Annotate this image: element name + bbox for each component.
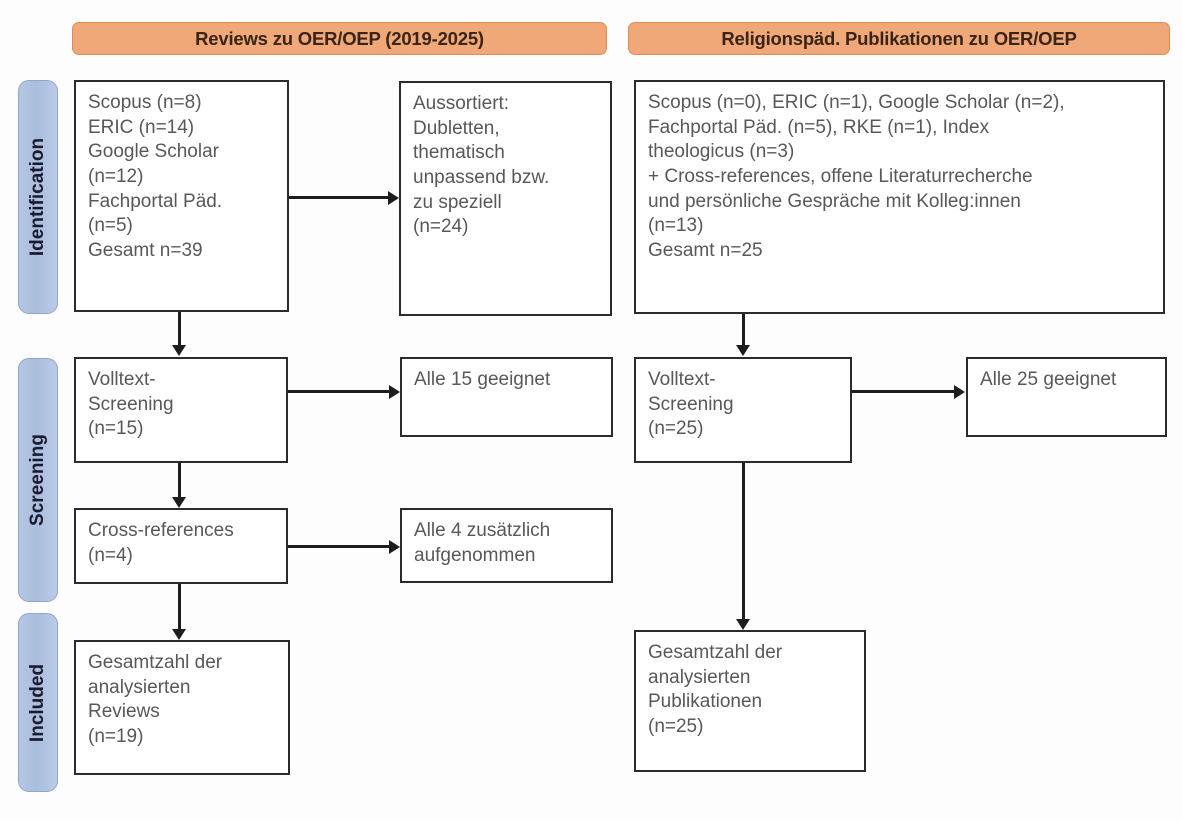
text-line: Fachportal Päd. (n=5), RKE (n=1), Index bbox=[648, 116, 990, 138]
connector-left-ident-to-screening bbox=[178, 312, 181, 345]
text-line: Screening bbox=[88, 393, 174, 415]
text-line: (n=12) bbox=[88, 166, 144, 188]
text-line: theologicus (n=3) bbox=[648, 141, 795, 163]
text-line: Alle 4 zusätzlich bbox=[414, 520, 551, 541]
text-line: (n=4) bbox=[88, 544, 133, 566]
connector-left-ident-to-excluded bbox=[289, 196, 388, 199]
arrowhead-down-icon bbox=[172, 497, 186, 508]
box-left-screening-result: Alle 15 geeignet bbox=[400, 357, 613, 437]
text-line: zu speziell bbox=[413, 191, 502, 213]
text-line: Gesamt n=39 bbox=[88, 240, 203, 262]
box-left-cross-references: Cross-references (n=4) bbox=[74, 508, 288, 584]
arrowhead-down-icon bbox=[736, 345, 750, 356]
stage-label-included-text: Included bbox=[27, 663, 48, 742]
text-line: unpassend bzw. bbox=[413, 167, 550, 189]
text-line: (n=13) bbox=[648, 215, 704, 237]
text-line: Gesamtzahl der bbox=[88, 652, 223, 673]
text-line: Reviews bbox=[88, 701, 160, 723]
text-line: Gesamtzahl der bbox=[648, 642, 783, 663]
text-line: Volltext- bbox=[88, 369, 156, 390]
box-left-identification-sources: Scopus (n=8) ERIC (n=14) Google Scholar … bbox=[74, 80, 289, 312]
text-line: Volltext- bbox=[648, 369, 716, 390]
text-line: Alle 25 geeignet bbox=[980, 369, 1117, 390]
stage-label-screening-text: Screening bbox=[27, 434, 48, 526]
text-line: analysierten bbox=[88, 676, 191, 698]
connector-left-crossref-to-included bbox=[178, 584, 181, 629]
arrowhead-down-icon bbox=[172, 629, 186, 640]
connector-right-screening-to-result bbox=[852, 390, 954, 393]
connector-left-crossref-to-result bbox=[288, 545, 389, 548]
text-line: Google Scholar bbox=[88, 141, 219, 163]
arrowhead-right-icon bbox=[954, 385, 965, 399]
arrowhead-down-icon bbox=[736, 619, 750, 630]
stage-label-screening: Screening bbox=[18, 358, 58, 602]
arrowhead-right-icon bbox=[388, 191, 399, 205]
text-line: und persönliche Gespräche mit Kolleg:inn… bbox=[648, 190, 1021, 212]
connector-left-screening-to-crossref bbox=[178, 463, 181, 497]
text-line: (n=25) bbox=[648, 418, 704, 440]
text-line: (n=24) bbox=[413, 216, 469, 238]
box-left-cross-references-result: Alle 4 zusätzlich aufgenommen bbox=[400, 508, 613, 583]
arrowhead-down-icon bbox=[172, 345, 186, 356]
connector-right-ident-to-screening bbox=[742, 314, 745, 345]
text-line: aufgenommen bbox=[414, 544, 536, 566]
text-line: Fachportal Päd. bbox=[88, 190, 223, 212]
stage-label-identification: Identification bbox=[18, 80, 58, 314]
text-line: (n=25) bbox=[648, 716, 704, 738]
text-line: + Cross-references, offene Literaturrech… bbox=[648, 166, 1033, 188]
box-right-screening-result: Alle 25 geeignet bbox=[966, 357, 1167, 437]
text-line: Cross-references bbox=[88, 520, 234, 541]
text-line: (n=15) bbox=[88, 418, 144, 440]
box-right-included-total: Gesamtzahl der analysierten Publikatione… bbox=[634, 630, 866, 772]
text-line: Publikationen bbox=[648, 691, 763, 713]
column-header-reviews: Reviews zu OER/OEP (2019-2025) bbox=[72, 22, 607, 55]
box-left-fulltext-screening: Volltext- Screening (n=15) bbox=[74, 357, 288, 463]
box-left-excluded: Aussortiert: Dubletten, thematisch unpas… bbox=[399, 81, 612, 316]
text-line: Aussortiert: bbox=[413, 93, 510, 114]
stage-label-identification-text: Identification bbox=[27, 137, 48, 257]
column-header-publications: Religionspäd. Publikationen zu OER/OEP bbox=[628, 22, 1170, 55]
text-line: Scopus (n=0), ERIC (n=1), Google Scholar… bbox=[648, 92, 1065, 113]
connector-right-screening-to-included bbox=[742, 463, 745, 619]
text-line: thematisch bbox=[413, 142, 505, 164]
text-line: Scopus (n=8) bbox=[88, 92, 202, 113]
text-line: Dubletten, bbox=[413, 117, 500, 139]
box-left-included-total: Gesamtzahl der analysierten Reviews (n=1… bbox=[74, 640, 290, 775]
text-line: analysierten bbox=[648, 666, 751, 688]
text-line: (n=19) bbox=[88, 726, 144, 748]
box-right-fulltext-screening: Volltext- Screening (n=25) bbox=[634, 357, 852, 463]
arrowhead-right-icon bbox=[389, 385, 400, 399]
connector-left-screening-to-result bbox=[288, 390, 389, 393]
text-line: Alle 15 geeignet bbox=[414, 369, 551, 390]
text-line: Gesamt n=25 bbox=[648, 240, 763, 262]
text-line: (n=5) bbox=[88, 215, 133, 237]
stage-label-included: Included bbox=[18, 613, 58, 792]
text-line: ERIC (n=14) bbox=[88, 116, 195, 138]
box-right-identification-sources: Scopus (n=0), ERIC (n=1), Google Scholar… bbox=[634, 80, 1165, 314]
arrowhead-right-icon bbox=[389, 540, 400, 554]
text-line: Screening bbox=[648, 393, 734, 415]
